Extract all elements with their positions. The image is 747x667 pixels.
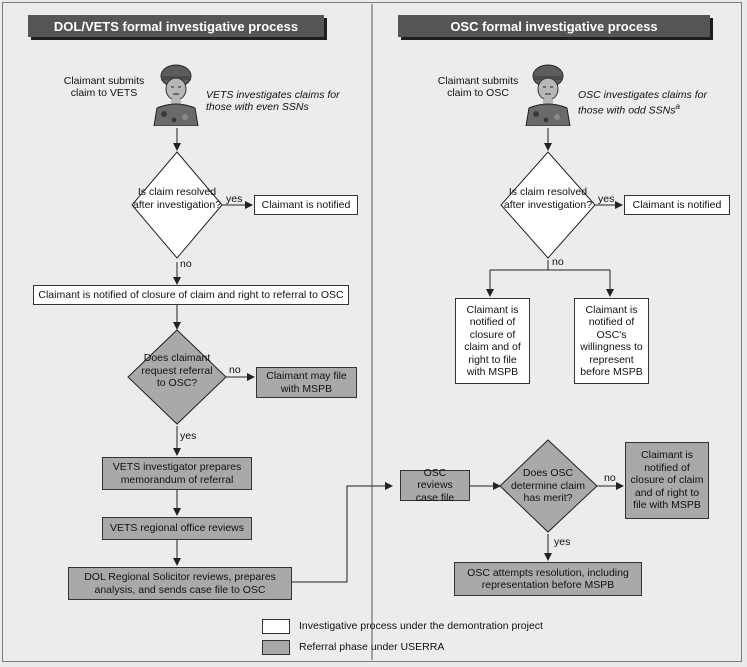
yes-label: yes	[598, 193, 615, 205]
osc-investigates-note: OSC investigates claims for those with o…	[578, 89, 707, 117]
closure-file-mspb-box: Claimant is notified of closure of claim…	[625, 442, 709, 519]
no-label: no	[552, 256, 564, 268]
yes-label: yes	[554, 536, 571, 548]
closure-file-mspb-box: Claimant is notified of closure of claim…	[455, 298, 530, 384]
yes-label: yes	[226, 193, 243, 205]
may-file-mspb-box: Claimant may file with MSPB	[256, 367, 357, 398]
legend-white-label: Investigative process under the demontra…	[299, 620, 543, 632]
soldier-icon	[525, 64, 571, 126]
legend-gray-label: Referral phase under USERRA	[299, 641, 445, 653]
request-referral-question: Does claimant request referral to OSC?	[141, 352, 213, 389]
regional-office-box: VETS regional office reviews	[102, 517, 252, 540]
resolved-question: Is claim resolved after investigation?	[132, 186, 222, 211]
merit-question: Does OSC determine claim has merit?	[510, 467, 586, 504]
no-label: no	[229, 364, 241, 376]
claimant-submits-label: Claimant submits claim to OSC	[437, 75, 519, 99]
legend-white-swatch	[262, 619, 290, 634]
right-header: OSC formal investigative process	[398, 15, 710, 37]
solicitor-box: DOL Regional Solicitor reviews, prepares…	[68, 567, 292, 600]
claimant-notified-box: Claimant is notified	[254, 195, 358, 215]
decision-diamond	[499, 439, 598, 533]
vets-investigates-note: VETS investigates claims for those with …	[206, 89, 340, 113]
soldier-icon	[153, 64, 199, 126]
no-label: no	[180, 258, 192, 270]
decision-diamond	[131, 151, 223, 259]
memorandum-box: VETS investigator prepares memorandum of…	[102, 457, 252, 490]
closure-referral-box: Claimant is notified of closure of claim…	[33, 285, 349, 305]
decision-diamond	[127, 329, 227, 425]
legend-gray-swatch	[262, 640, 290, 655]
osc-reviews-box: OSC reviews case file	[400, 467, 470, 504]
resolved-question: Is claim resolved after investigation?	[503, 186, 593, 211]
left-header: DOL/VETS formal investigative process	[28, 15, 324, 37]
osc-willingness-box: Claimant is notified of OSC's willingnes…	[574, 298, 649, 384]
yes-label: yes	[180, 430, 197, 442]
osc-attempts-box: OSC attempts resolution, including repre…	[454, 562, 642, 596]
decision-diamond	[500, 151, 596, 259]
claimant-notified-box: Claimant is notified	[624, 195, 730, 215]
no-label: no	[604, 472, 616, 484]
claimant-submits-label: Claimant submits claim to VETS	[63, 75, 145, 99]
